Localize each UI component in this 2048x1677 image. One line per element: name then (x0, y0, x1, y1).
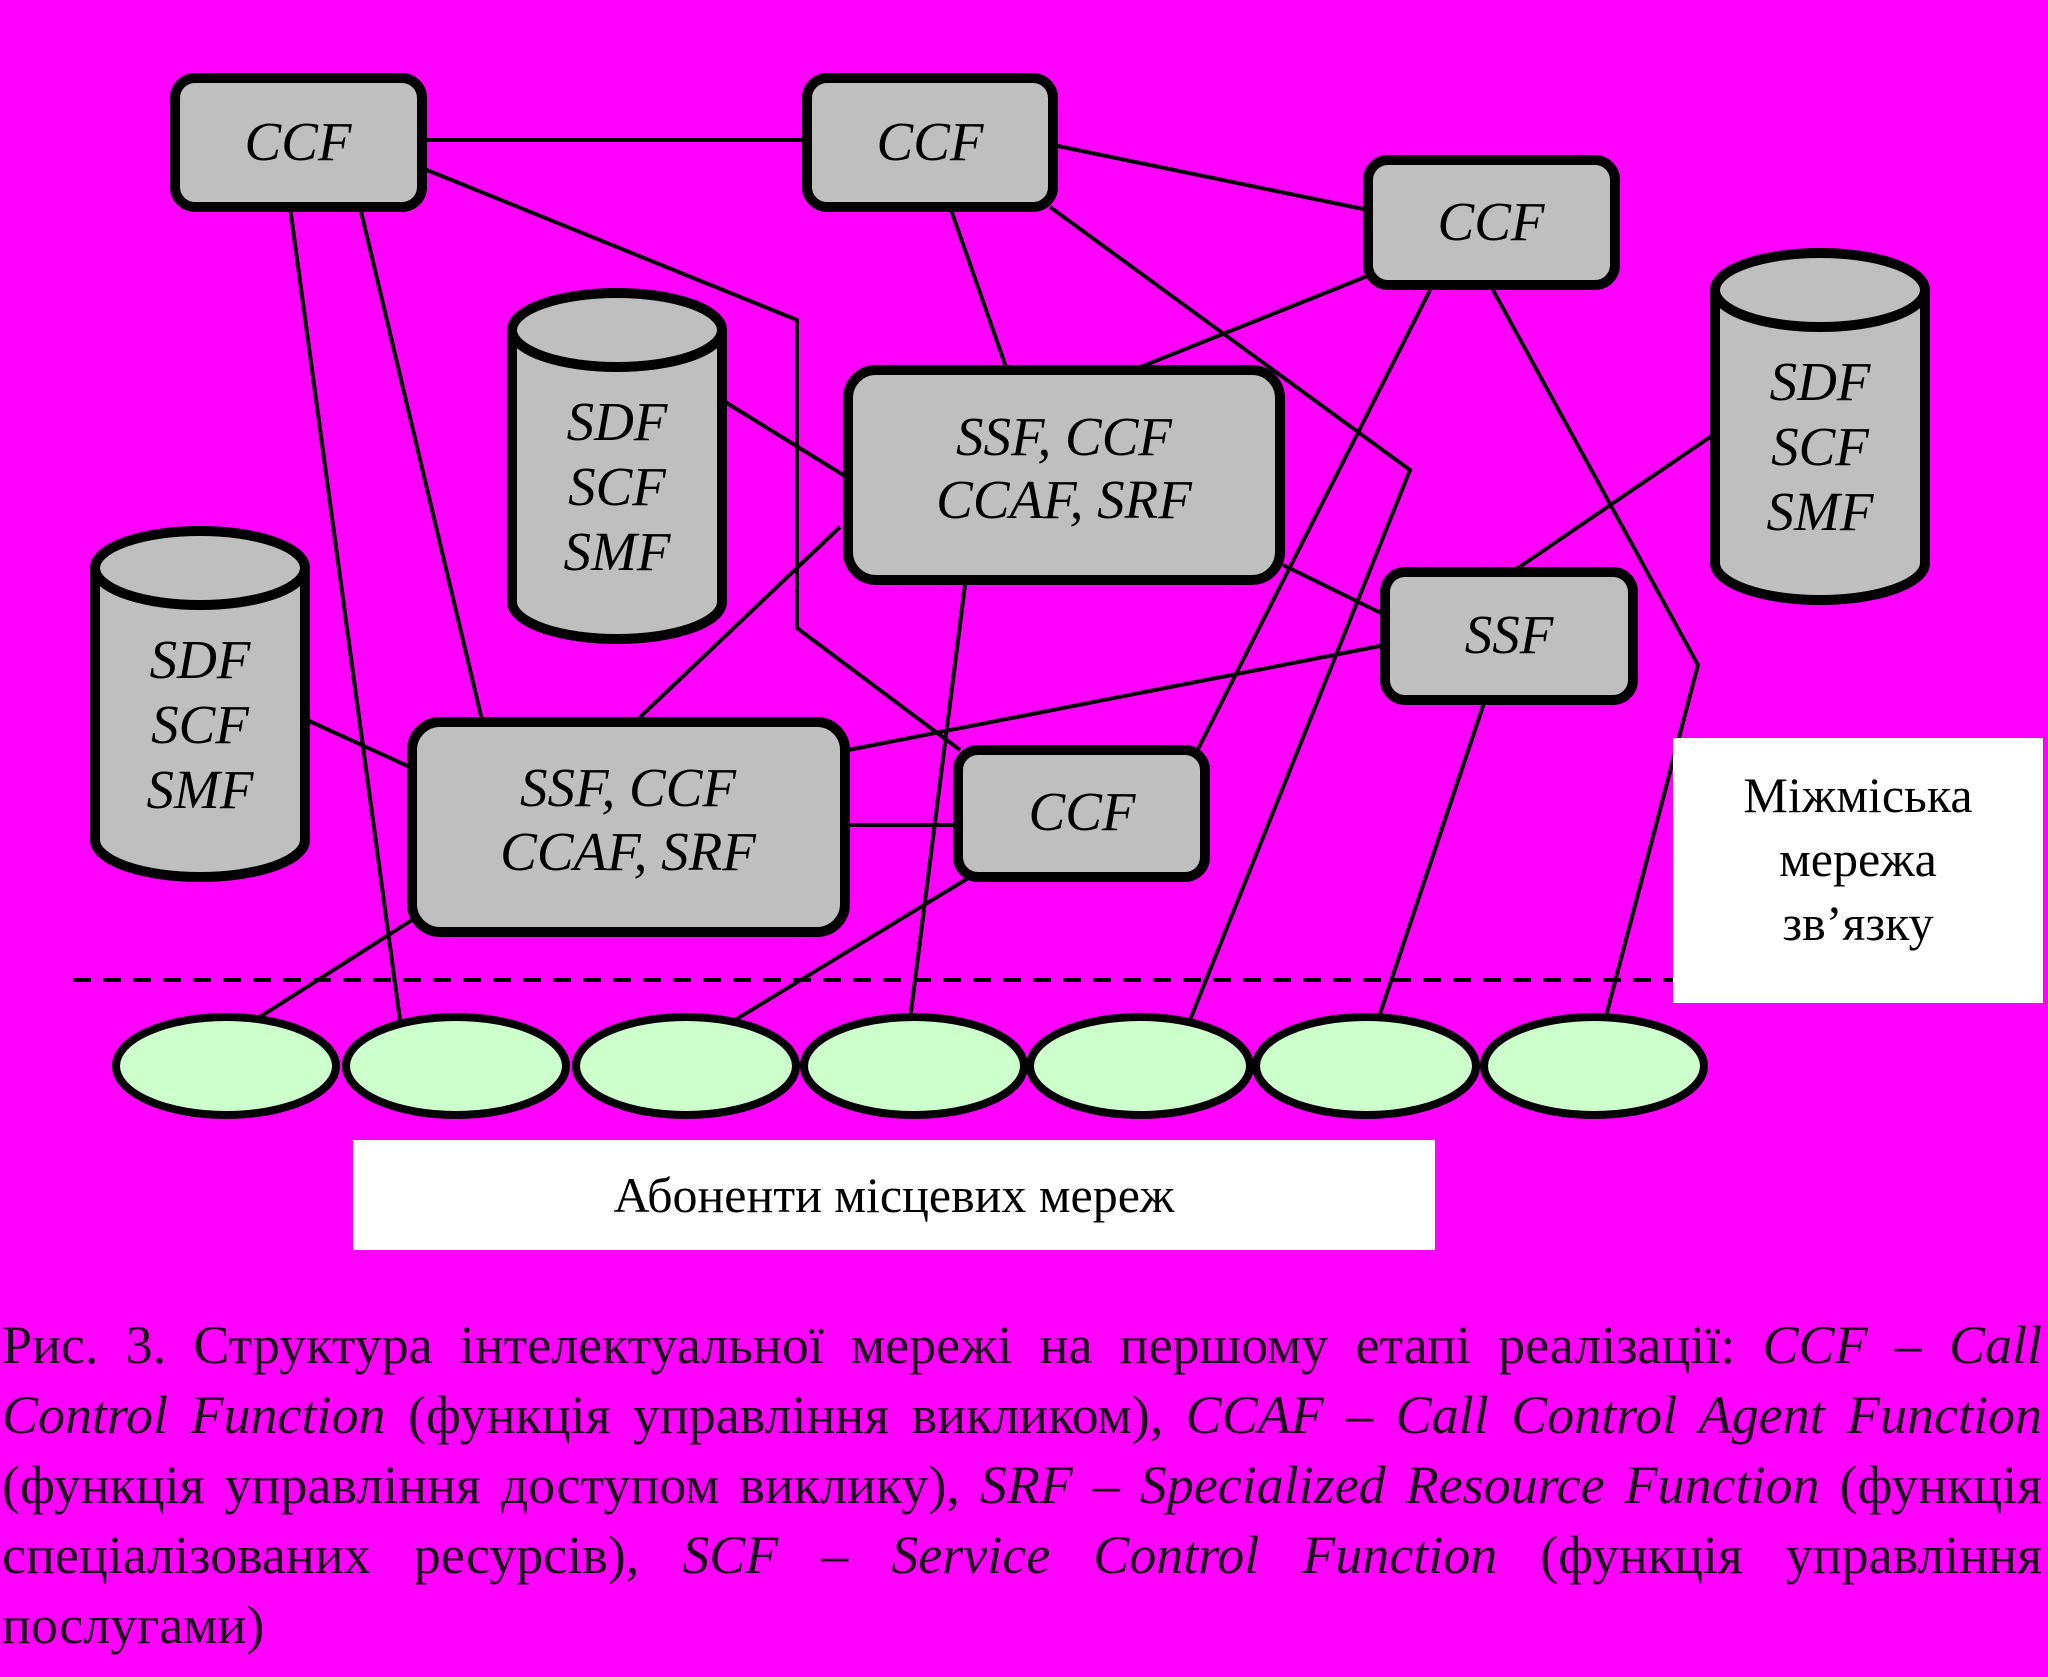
link (1193, 289, 1432, 756)
link (306, 718, 413, 770)
subscriber-node (1252, 1013, 1480, 1119)
local-subscribers-label: Абоненти місцевих мереж (353, 1140, 1435, 1250)
link (635, 525, 842, 722)
database-center: SDF SCF SMF (507, 288, 727, 644)
link (1052, 143, 1369, 212)
subscriber-nodes (112, 1013, 1708, 1119)
link (733, 875, 972, 1022)
link (1491, 289, 1701, 1021)
link (908, 584, 967, 1021)
caption-term-srf: SRF – Specialized Resource Function (979, 1455, 1820, 1515)
caption-intro: Рис. 3. Структура інтелектуальної мережі… (2, 1315, 1763, 1375)
ccf-node-3: CCF (1363, 155, 1620, 290)
link (847, 643, 1386, 752)
subscriber-node (800, 1013, 1028, 1119)
link (1513, 433, 1715, 572)
svg-text:CCAF, SRF: CCAF, SRF (936, 469, 1193, 530)
database-right: SDF SCF SMF (1710, 248, 1930, 605)
figure-caption: Рис. 3. Структура інтелектуальної мережі… (2, 1310, 2042, 1660)
svg-text:SMF: SMF (1767, 481, 1875, 542)
link (1282, 563, 1386, 617)
ssf-ccf-ccaf-srf-node-upper: SSF, CCF CCAF, SRF (843, 365, 1285, 585)
connection-lines (253, 138, 1715, 1022)
svg-text:CCF: CCF (1438, 191, 1546, 252)
link (720, 398, 850, 480)
svg-text:Абоненти місцевих мереж: Абоненти місцевих мереж (614, 1167, 1175, 1223)
svg-text:SCF: SCF (1771, 416, 1870, 477)
subscriber-node (342, 1013, 570, 1119)
caption-desc-srf: (функція спеціалізованих ресурсів), (2, 1455, 2042, 1585)
svg-text:Міжміська: Міжміська (1743, 767, 1972, 823)
svg-text:SCF: SCF (151, 694, 250, 755)
caption-desc-ccaf: (функція управління доступом виклику), (2, 1455, 980, 1515)
link (1137, 273, 1371, 370)
svg-text:мережа: мережа (1779, 831, 1937, 887)
svg-text:CCF: CCF (245, 111, 353, 172)
ssf-node-right: SSF (1380, 567, 1638, 705)
svg-text:CCF: CCF (877, 111, 985, 172)
svg-text:SSF: SSF (1465, 604, 1555, 665)
caption-term-ccf: CCF – Call Control Function (2, 1315, 2042, 1445)
subscriber-node (572, 1013, 800, 1119)
svg-text:SDF: SDF (567, 391, 669, 452)
svg-text:SMF: SMF (147, 759, 255, 820)
subscriber-node (1480, 1013, 1708, 1119)
link (421, 166, 962, 752)
caption-term-scf: SCF – Service Control Function (682, 1525, 1498, 1585)
ccf-node-2: CCF (802, 73, 1058, 212)
caption-desc-ccf: (функція управління викликом), (407, 1385, 1186, 1445)
caption-term-ccaf: CCAF – Call Control Agent Function (1185, 1385, 2042, 1445)
caption-desc-scf: (функція управління послугами) (2, 1525, 2043, 1655)
ccf-node-1: CCF (170, 73, 427, 212)
svg-text:CCAF, SRF: CCAF, SRF (500, 821, 757, 882)
svg-text:SDF: SDF (150, 629, 252, 690)
svg-text:SMF: SMF (564, 521, 672, 582)
svg-text:SSF, CCF: SSF, CCF (520, 757, 737, 818)
svg-text:CCF: CCF (1029, 781, 1137, 842)
subscriber-node (1026, 1013, 1254, 1119)
svg-text:SDF: SDF (1770, 351, 1872, 412)
link (1048, 205, 1413, 1021)
network-diagram: Міжміська мережа зв’язку CCF CCF CCF SSF… (73, 73, 2048, 1250)
long-distance-network-label: Міжміська мережа зв’язку (1673, 738, 2043, 1003)
link (288, 206, 402, 1021)
ccf-node-4: CCF (953, 745, 1210, 882)
svg-text:SSF, CCF: SSF, CCF (956, 406, 1173, 467)
link (358, 206, 484, 721)
svg-text:SCF: SCF (568, 456, 667, 517)
link (948, 206, 1008, 368)
link (1376, 699, 1487, 1021)
ssf-ccf-ccaf-srf-node-lower: SSF, CCF CCAF, SRF (407, 717, 850, 937)
link (253, 918, 414, 1022)
svg-text:зв’язку: зв’язку (1782, 895, 1933, 951)
subscriber-node (112, 1013, 340, 1119)
database-left: SDF SCF SMF (90, 526, 310, 882)
